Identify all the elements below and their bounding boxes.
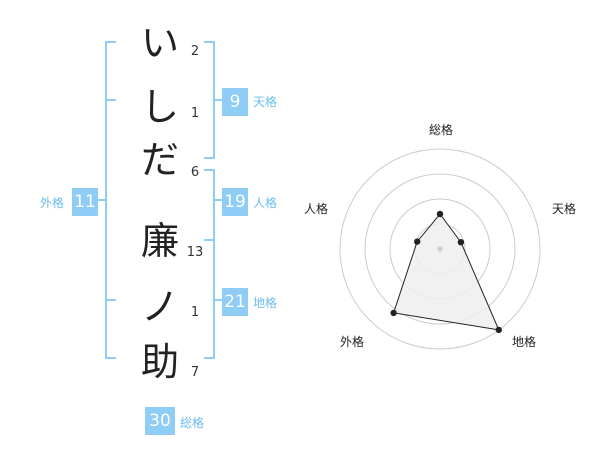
radar-center-dot [437, 246, 443, 252]
name-char-5: ノ [140, 285, 179, 329]
stroke-count-3: 6 [190, 165, 200, 180]
stroke-count-5: 1 [190, 305, 200, 320]
radar-point-5 [414, 238, 421, 245]
stroke-count-2: 1 [190, 106, 200, 121]
radar-axis-label-chikaku: 地格 [511, 335, 536, 349]
radar-polygon [392, 213, 500, 331]
radar-axis-label-gaikaku: 外格 [339, 335, 364, 349]
stroke-count-4: 13 [186, 245, 204, 260]
bracket-lines [96, 41, 224, 359]
name-char-3: だ [140, 138, 179, 182]
name-char-2: し [140, 85, 179, 129]
radar-axis-label-tenkaku: 天格 [551, 202, 576, 216]
name-char-6: 助 [140, 340, 179, 384]
radar-point-1 [436, 210, 444, 218]
jinkaku-bracket [204, 169, 224, 241]
radar-point-3 [495, 326, 502, 334]
tenkaku-bracket [204, 41, 224, 159]
name-char-4: 廉 [140, 219, 179, 263]
jinkaku-label: 人格 [253, 196, 278, 210]
radar-chart [339, 148, 541, 350]
stroke-count-6: 7 [190, 365, 200, 380]
chikaku-value-box: 21 [222, 288, 248, 316]
radar-point-2 [457, 239, 465, 246]
gaikaku-bracket [96, 41, 116, 359]
stroke-count-1: 2 [190, 44, 200, 59]
soukaku-label: 総格 [180, 416, 205, 430]
jinkaku-value-box: 19 [222, 188, 248, 216]
tenkaku-label: 天格 [253, 95, 278, 109]
radar-point-4 [390, 309, 397, 317]
radar-ring-4 [339, 148, 541, 350]
soukaku-value-box: 30 [145, 407, 175, 435]
name-char-1: い [140, 21, 179, 65]
chikaku-bracket [204, 239, 224, 359]
gaikaku-label: 外格 [40, 196, 65, 210]
gaikaku-value-box: 11 [72, 188, 98, 216]
radar-axis-label-jinkaku: 人格 [303, 202, 328, 216]
chikaku-label: 地格 [253, 296, 278, 310]
radar-axis-label-soukaku: 総格 [428, 123, 453, 137]
radar-ring-3 [364, 173, 516, 325]
tenkaku-value-box: 9 [222, 88, 248, 116]
